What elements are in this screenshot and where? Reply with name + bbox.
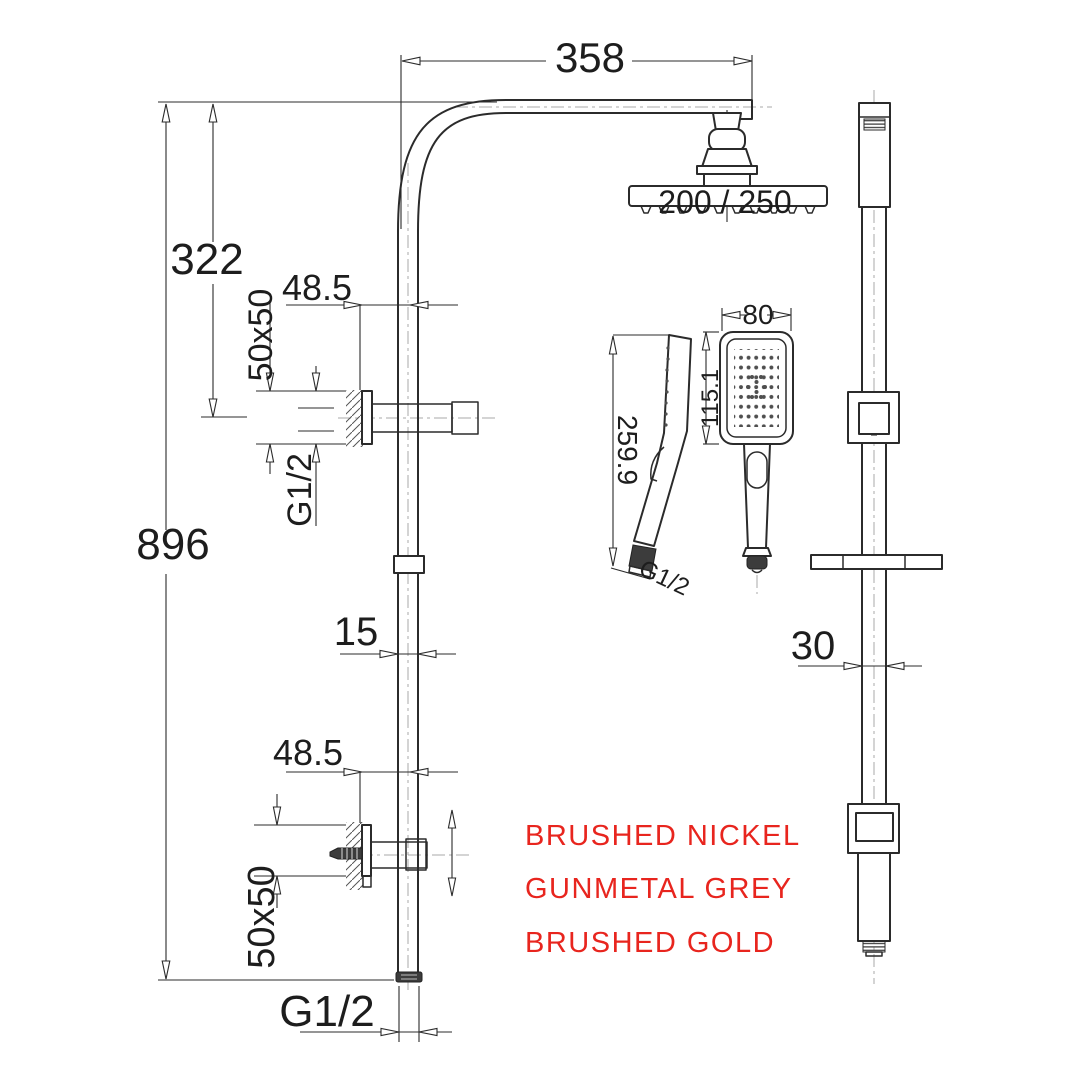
finish-options: BRUSHED NICKEL GUNMETAL GREY BRUSHED GOL… bbox=[525, 820, 801, 959]
wall-screw bbox=[329, 847, 363, 860]
hand-thread-front bbox=[746, 555, 768, 570]
main-column-outline bbox=[393, 99, 753, 983]
finish-option-3: BRUSHED GOLD bbox=[525, 927, 775, 959]
rail-bottom-thread bbox=[862, 940, 886, 953]
hand-shower-side-view bbox=[628, 334, 692, 578]
side-face-dots bbox=[664, 346, 670, 427]
dim-thread-top-label: G1/2 bbox=[281, 453, 319, 527]
dim-top-offset-label: 322 bbox=[170, 235, 243, 284]
finish-option-2: GUNMETAL GREY bbox=[525, 873, 793, 905]
dim-wall-plate-bottom-label: 50x50 bbox=[241, 865, 283, 969]
centerlines bbox=[336, 90, 875, 990]
dim-bracket-offset-top-label: 48.5 bbox=[282, 267, 352, 308]
dimension-lines bbox=[158, 55, 922, 1042]
dim-column-height-label: 896 bbox=[136, 520, 209, 569]
finish-option-1: BRUSHED NICKEL bbox=[525, 820, 801, 852]
shower-head-plate bbox=[628, 185, 828, 207]
rail-bottom-section bbox=[857, 852, 891, 942]
hand-face-extra-dots bbox=[746, 375, 767, 399]
dim-arm-length-label: 358 bbox=[555, 34, 625, 81]
lower-wall-bracket bbox=[329, 809, 457, 897]
dim-hand-length-label: 259.9 bbox=[612, 415, 643, 485]
hose-slider bbox=[393, 555, 425, 574]
dim-head-size-label: 200 / 250 bbox=[658, 184, 791, 220]
wall-hatch-top bbox=[346, 390, 363, 447]
hand-button bbox=[746, 451, 768, 489]
dim-pipe-width-label: 15 bbox=[334, 610, 379, 654]
wall-plate-top bbox=[361, 390, 373, 445]
soap-dish bbox=[810, 554, 943, 570]
dim-rail-width-label: 30 bbox=[791, 624, 836, 668]
bracket-arm-bottom bbox=[370, 841, 428, 869]
overhead-shower bbox=[628, 110, 828, 222]
ball-joint bbox=[708, 128, 746, 152]
side-rail bbox=[810, 102, 943, 957]
wall-plate-bottom bbox=[361, 824, 372, 877]
dim-hand-face-label: 115.1 bbox=[697, 369, 724, 427]
hand-shower-front-view bbox=[719, 331, 794, 574]
dim-hand-thread-label: G1/2 bbox=[635, 555, 694, 601]
dim-hand-width-label: 80 bbox=[742, 299, 773, 330]
dim-thread-bottom-label: G1/2 bbox=[279, 987, 374, 1036]
rail-top-thread bbox=[863, 118, 886, 131]
dim-wall-plate-top-label: 50x50 bbox=[242, 289, 280, 382]
shower-nozzles bbox=[640, 205, 816, 214]
upper-wall-bracket bbox=[298, 390, 479, 447]
hand-face-dots bbox=[734, 349, 779, 427]
dim-bracket-offset-bottom-label: 48.5 bbox=[273, 732, 343, 773]
hand-thread-side bbox=[628, 544, 657, 572]
bottom-thread bbox=[395, 971, 423, 983]
